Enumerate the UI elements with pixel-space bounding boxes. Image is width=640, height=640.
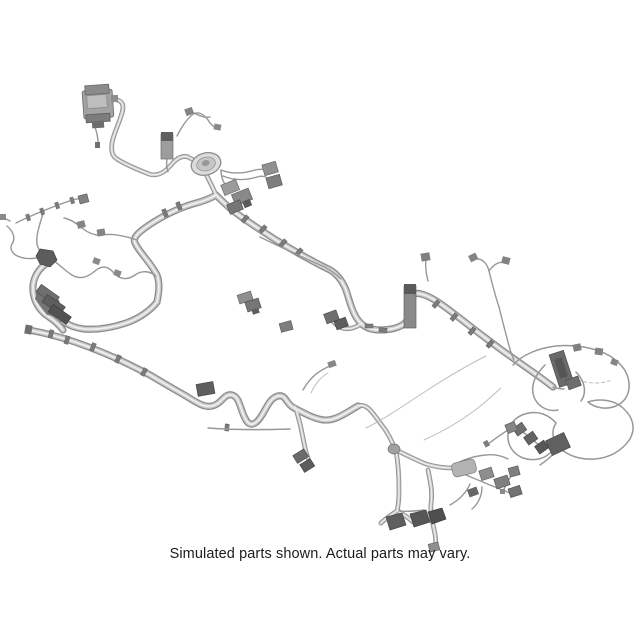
small-connector [507,465,521,478]
small-connector [92,257,101,266]
small-connector [501,256,511,265]
small-connector [468,252,479,263]
small-connector [594,347,604,356]
junction-boss [387,443,401,455]
disclaimer-text: Simulated parts shown. Actual parts may … [169,546,471,562]
connector [466,486,480,498]
mount-foot [385,512,407,531]
small-connector [572,343,582,352]
row-connector [512,421,528,437]
stacked-connector [47,303,72,325]
clip-connector [482,439,491,448]
connector [478,466,495,482]
bracket-connector [251,307,260,315]
module-connector-block [81,83,118,129]
wire-end-connector [427,541,441,553]
row-connector [523,430,539,446]
paired-connector [261,160,279,177]
connector [292,448,310,464]
connector [565,375,582,391]
clip-connector [54,201,61,210]
trunk-end-connector-inner [554,357,568,379]
small-connector [0,214,6,220]
small-connector [77,193,90,205]
standing-connector-cap [404,284,416,294]
small-connector [610,358,619,367]
small-connector [213,123,222,131]
connector [226,199,244,215]
junction-connector [35,248,58,268]
small-connector [96,228,106,237]
harness-clips [47,201,495,432]
small-connector [278,320,294,333]
row-connector [534,439,550,455]
bend-connector [323,309,340,325]
clip-connector [39,207,46,216]
small-connector [113,269,122,278]
oval-component [451,458,477,478]
connector [507,484,523,499]
grommet [190,152,222,176]
clip-connector [500,489,505,494]
clip-connector [25,213,32,222]
clip-connector [95,142,100,148]
small-connector [420,252,431,262]
connector [220,178,241,197]
connector-blocks [0,106,619,553]
trunk-top-connector [195,381,216,397]
connector [299,457,316,473]
bend-connector [333,316,349,331]
harness-thin-wires [1,112,558,513]
mount-foot [427,507,447,525]
inline-connector-cap [161,132,173,141]
small-connector [184,106,195,117]
tube-end-cap [24,324,33,335]
faint-routing-wires [310,355,613,441]
small-connector [327,359,337,369]
connector [493,474,511,490]
connector [242,198,253,209]
paired-connector [265,173,283,190]
tangle-connector [545,432,571,456]
small-connector [76,220,86,229]
mount-foot [409,509,431,528]
clip-connector [69,196,76,205]
small-connector [504,420,518,434]
